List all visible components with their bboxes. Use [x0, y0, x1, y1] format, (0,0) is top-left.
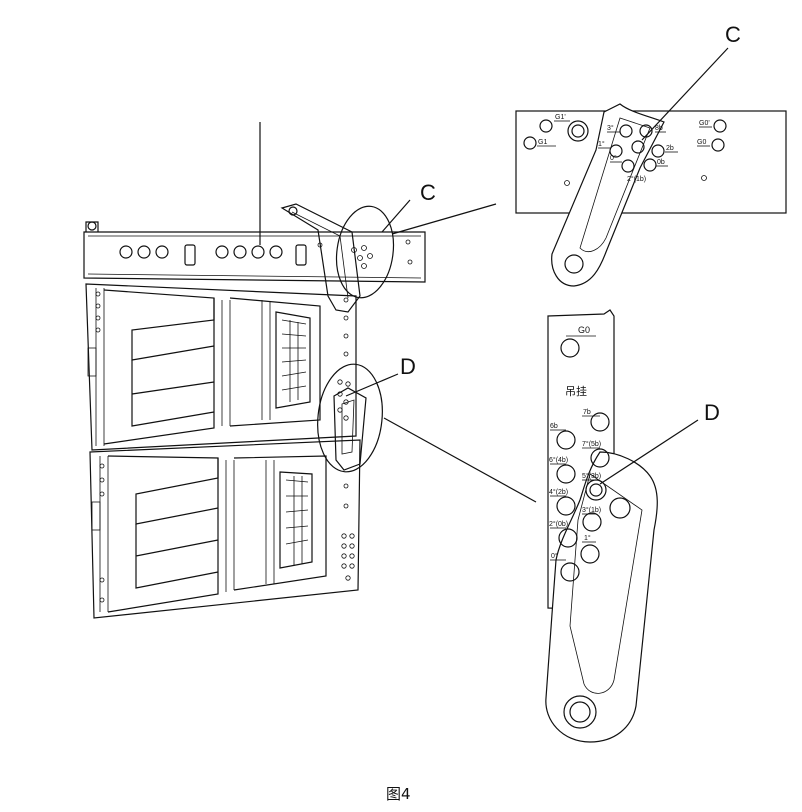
- label-6b: 6b: [550, 423, 558, 430]
- label-5deg-3b: 5°(3b): [582, 472, 601, 480]
- label-2b: 2b: [666, 145, 674, 152]
- detail-c-arm-hole: [564, 254, 584, 274]
- label-g1p: G1': [555, 114, 566, 121]
- callout-c-detail: C: [725, 22, 741, 47]
- label-g0p: G0': [699, 120, 710, 127]
- figure-caption: 图4: [386, 785, 411, 803]
- detail-c-arm: [551, 103, 665, 287]
- callout-c-small: C: [420, 180, 436, 205]
- label-3deg-1b: 3°(1b): [582, 506, 601, 514]
- label-8b: 8b: [655, 125, 663, 132]
- speaker-array-assembly: [83, 122, 537, 619]
- detail-d-leader: [599, 419, 699, 485]
- rigging-frame: [83, 221, 426, 283]
- detail-d-marker: [317, 363, 383, 473]
- leader-c-small: [381, 199, 411, 233]
- cabinet-link-arm: [333, 379, 367, 471]
- label-7b: 7b: [583, 409, 591, 416]
- detail-d-plate: [547, 309, 615, 611]
- label-1deg-d: 1°: [584, 534, 591, 542]
- callout-d-small: D: [400, 354, 416, 379]
- leader-c-to-detail: [391, 203, 497, 235]
- detail-c-leader: [641, 47, 729, 141]
- label-4deg-2b: 4°(2b): [549, 488, 568, 496]
- label-3deg: 3°: [607, 124, 614, 132]
- label-0b: 0b: [657, 159, 665, 166]
- label-g0: G0: [697, 139, 706, 146]
- label-7deg-5b: 7°(5b): [582, 440, 601, 448]
- detail-c-marker: [335, 205, 395, 299]
- detail-d-panel: [545, 309, 699, 743]
- label-0deg-d: 0°: [551, 552, 558, 560]
- upper-cabinet: [85, 283, 357, 451]
- label-d-g0: G0: [578, 325, 590, 335]
- detail-d-arm-hole: [563, 695, 597, 729]
- lower-cabinet: [89, 439, 361, 619]
- detail-d-arm: [545, 451, 658, 743]
- hole-g0: [560, 338, 580, 358]
- detail-c-plate: [515, 110, 787, 214]
- label-2deg-0b: 2°(0b): [549, 520, 568, 528]
- label-6deg-4b: 6°(4b): [549, 456, 568, 464]
- leader-d-to-detail: [383, 417, 537, 503]
- label-rigging: 吊挂: [565, 384, 587, 398]
- label-0deg: 0°: [610, 154, 617, 162]
- leader-d-small: [345, 373, 399, 397]
- label-1deg: 1°: [598, 140, 605, 148]
- label-g1: G1: [538, 139, 547, 146]
- callout-d-detail: D: [704, 400, 720, 425]
- label-2deg-1b: 2°(1b): [627, 175, 646, 183]
- detail-c-panel: [515, 47, 787, 287]
